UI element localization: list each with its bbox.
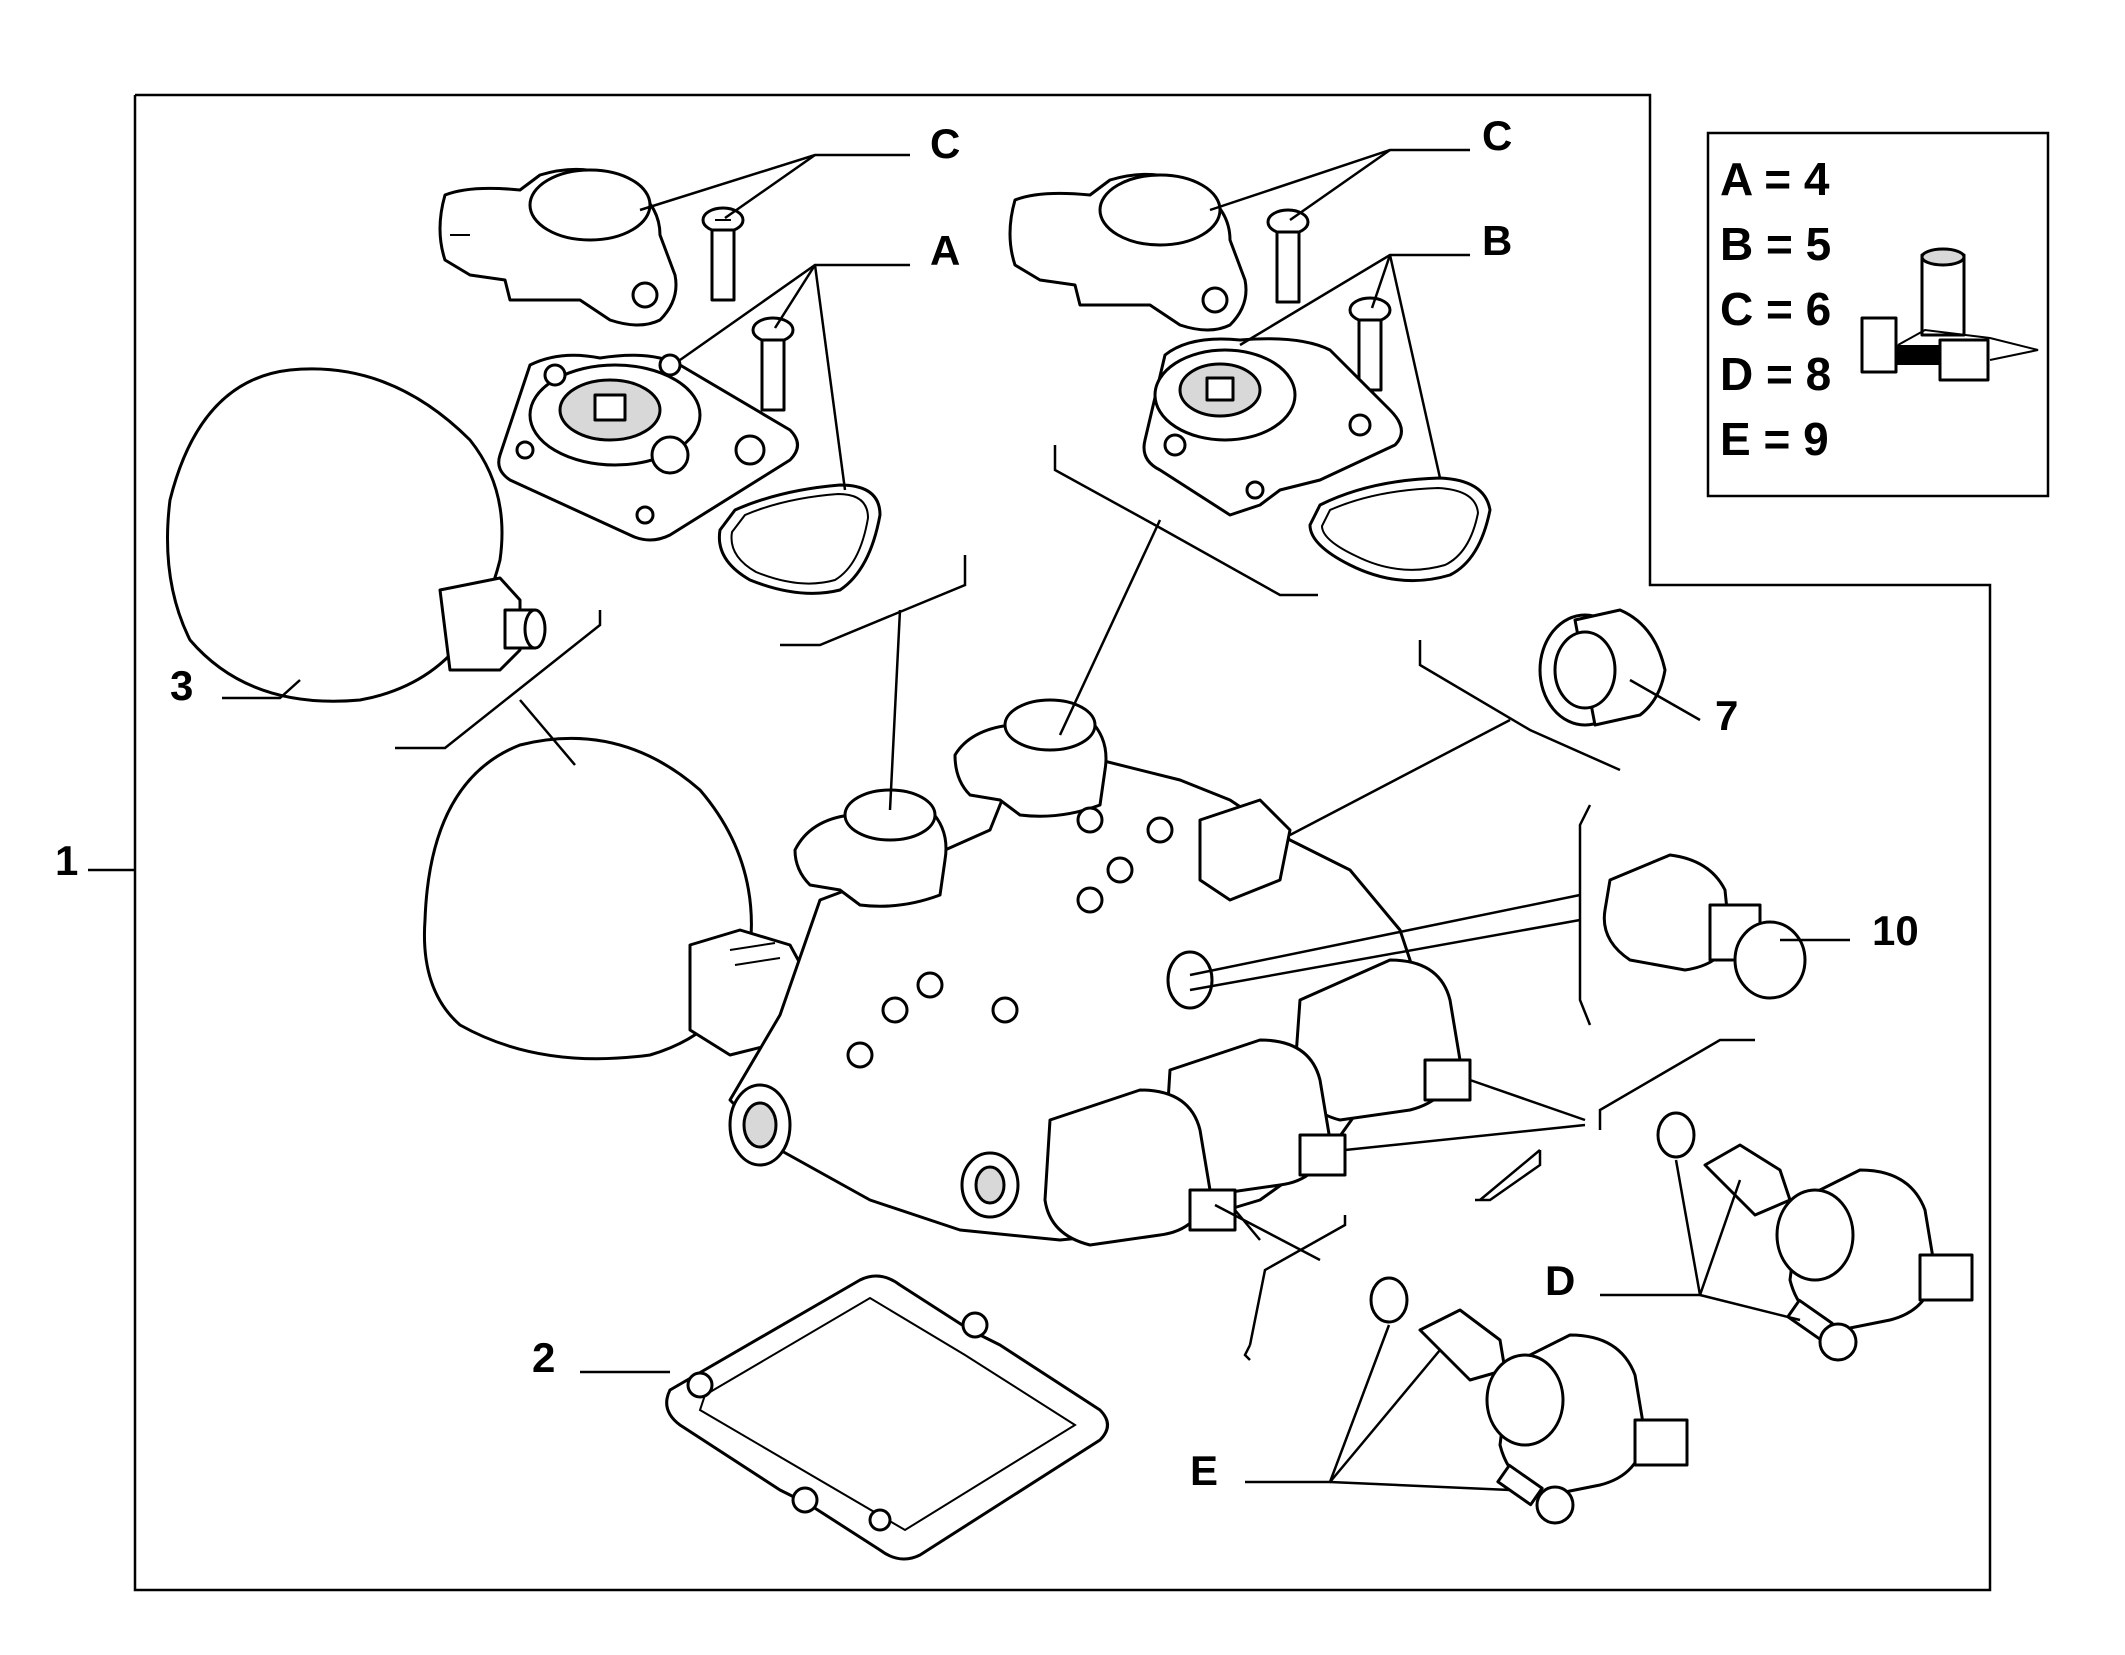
callout-c-right: C: [1482, 112, 1512, 159]
sensor-plate-right: [1142, 337, 1403, 517]
pressure-sensor: [1602, 853, 1807, 1000]
leader-lines: [222, 148, 1850, 1492]
position-sensor-upper-right: [1008, 172, 1248, 332]
callout-7: 7: [1715, 692, 1738, 739]
callout-b: B: [1482, 217, 1512, 264]
solenoid-valve-e: [1369, 1276, 1689, 1525]
legend-box: A = 4 B = 5 C = 6 D = 8 E = 9: [1706, 131, 2050, 498]
torque-wrench-locking-compound-icon: [1860, 247, 2039, 382]
callout-e: E: [1190, 1447, 1218, 1494]
callout-1: 1: [55, 837, 78, 884]
gasket: [665, 1274, 1109, 1561]
screw-upper-left-c: [701, 206, 745, 302]
callout-d: D: [1545, 1257, 1575, 1304]
seal-ring-left: [717, 483, 882, 595]
callout-2: 2: [532, 1334, 555, 1381]
legend-row-e: E = 9: [1720, 413, 1829, 465]
callout-c-left: C: [930, 120, 960, 167]
callout-10: 10: [1872, 907, 1919, 954]
legend-row-b: B = 5: [1720, 218, 1831, 270]
screw-upper-right-b: [1348, 296, 1392, 392]
screw-upper-left-a: [751, 316, 795, 412]
legend-row-d: D = 8: [1720, 348, 1831, 400]
hydraulic-valve-block: [728, 698, 1472, 1247]
screw-e: [1496, 1463, 1575, 1525]
solenoid-valve-d: [1656, 1111, 1974, 1362]
accumulator-exploded: [166, 367, 547, 703]
screw-upper-right-c: [1266, 208, 1310, 304]
dust-boot: [1538, 608, 1667, 727]
legend-row-a: A = 4: [1720, 153, 1830, 205]
sensor-plate-left: [497, 353, 799, 542]
position-sensor-upper-left: [438, 167, 678, 327]
callout-3: 3: [170, 662, 193, 709]
accumulator-assembled: [422, 736, 822, 1061]
callout-a: A: [930, 227, 960, 274]
legend-row-c: C = 6: [1720, 283, 1831, 335]
screw-d: [1786, 1298, 1858, 1362]
main-frame: [133, 93, 1992, 1592]
